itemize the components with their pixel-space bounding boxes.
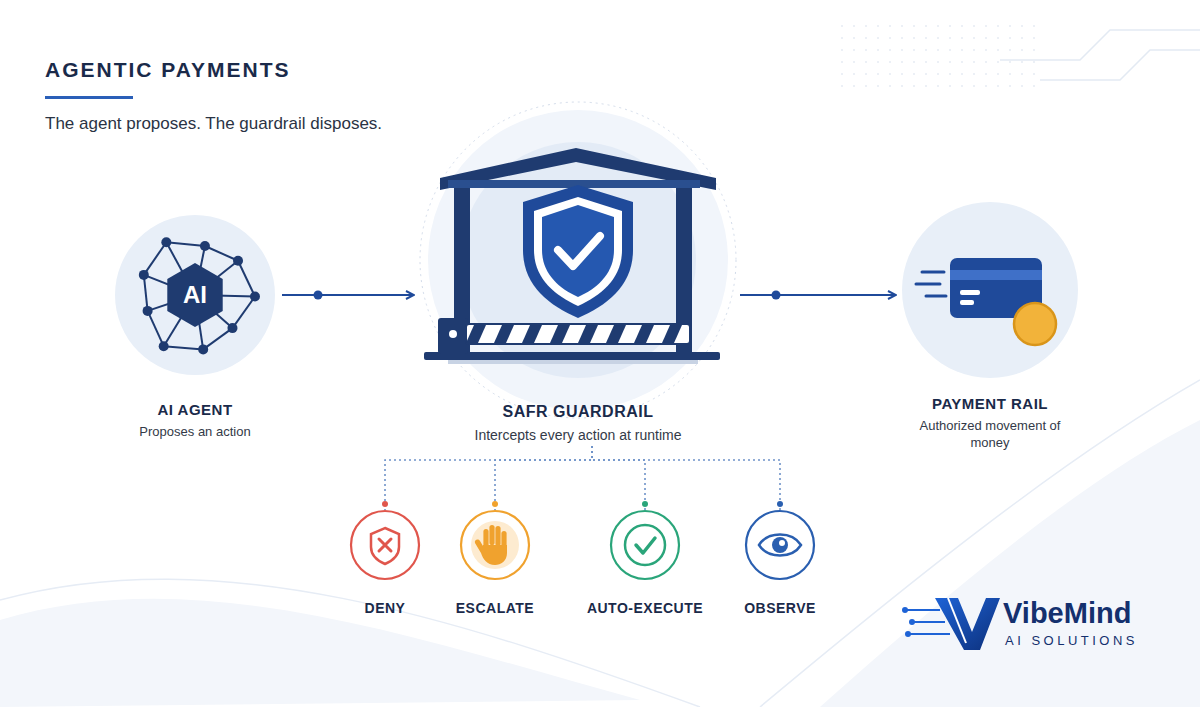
title: AGENTIC PAYMENTS <box>45 58 291 82</box>
title-underline <box>45 96 133 99</box>
dotted-branch <box>495 446 592 510</box>
node-title: SAFR GUARDRAIL <box>418 402 738 421</box>
node-icon <box>580 509 710 591</box>
node-title: AI AGENT <box>110 400 280 419</box>
node-subtitle: Authorized movement of money <box>915 417 1065 451</box>
outcome-node: OBSERVE <box>720 509 840 618</box>
node-subtitle: Proposes an action <box>110 423 280 440</box>
branch-dot <box>777 501 783 507</box>
subtitle: The agent proposes. The guardrail dispos… <box>45 114 382 134</box>
dot-texture <box>840 20 1040 90</box>
logo-mark <box>902 598 1000 650</box>
flow-dot <box>314 291 323 300</box>
flow-dot <box>772 291 781 300</box>
deco-wave <box>0 579 700 707</box>
branch-dot <box>642 501 648 507</box>
outcome-node: ESCALATE <box>435 509 555 618</box>
dotted-branch <box>592 446 645 510</box>
node-icon <box>720 509 840 591</box>
deco-wave <box>760 380 1200 707</box>
outcome-node: DENY <box>325 509 445 618</box>
deco-wave <box>820 420 1200 707</box>
node-title: PAYMENT RAIL <box>900 394 1080 413</box>
node-title: OBSERVE <box>720 599 840 618</box>
flow-arrow <box>282 294 414 296</box>
node-title: ESCALATE <box>435 599 555 618</box>
branch-dot <box>382 501 388 507</box>
node-icon <box>435 509 555 591</box>
brand-tagline: AI SOLUTIONS <box>1005 633 1138 648</box>
node-icon <box>418 130 738 402</box>
icon-text: AI <box>110 281 280 309</box>
deco-line <box>1000 30 1200 60</box>
dotted-branch <box>592 446 780 510</box>
node-subtitle: Intercepts every action at runtime <box>418 427 738 444</box>
node-icon <box>325 509 445 591</box>
agent-node: AI AI AGENT Proposes an action <box>110 212 280 440</box>
node-title: DENY <box>325 599 445 618</box>
branch-dot <box>492 501 498 507</box>
payment-rail-node: PAYMENT RAIL Authorized movement of money <box>900 202 1080 451</box>
deco-line <box>1040 50 1200 80</box>
brand-name: VibeMind <box>1003 597 1131 630</box>
node-icon <box>900 202 1080 394</box>
dotted-branch <box>385 446 592 510</box>
flow-arrow <box>740 294 896 296</box>
node-title: AUTO-EXECUTE <box>580 599 710 618</box>
outcome-node: AUTO-EXECUTE <box>580 509 710 618</box>
guardrail-node: SAFR GUARDRAIL Intercepts every action at… <box>418 130 738 444</box>
